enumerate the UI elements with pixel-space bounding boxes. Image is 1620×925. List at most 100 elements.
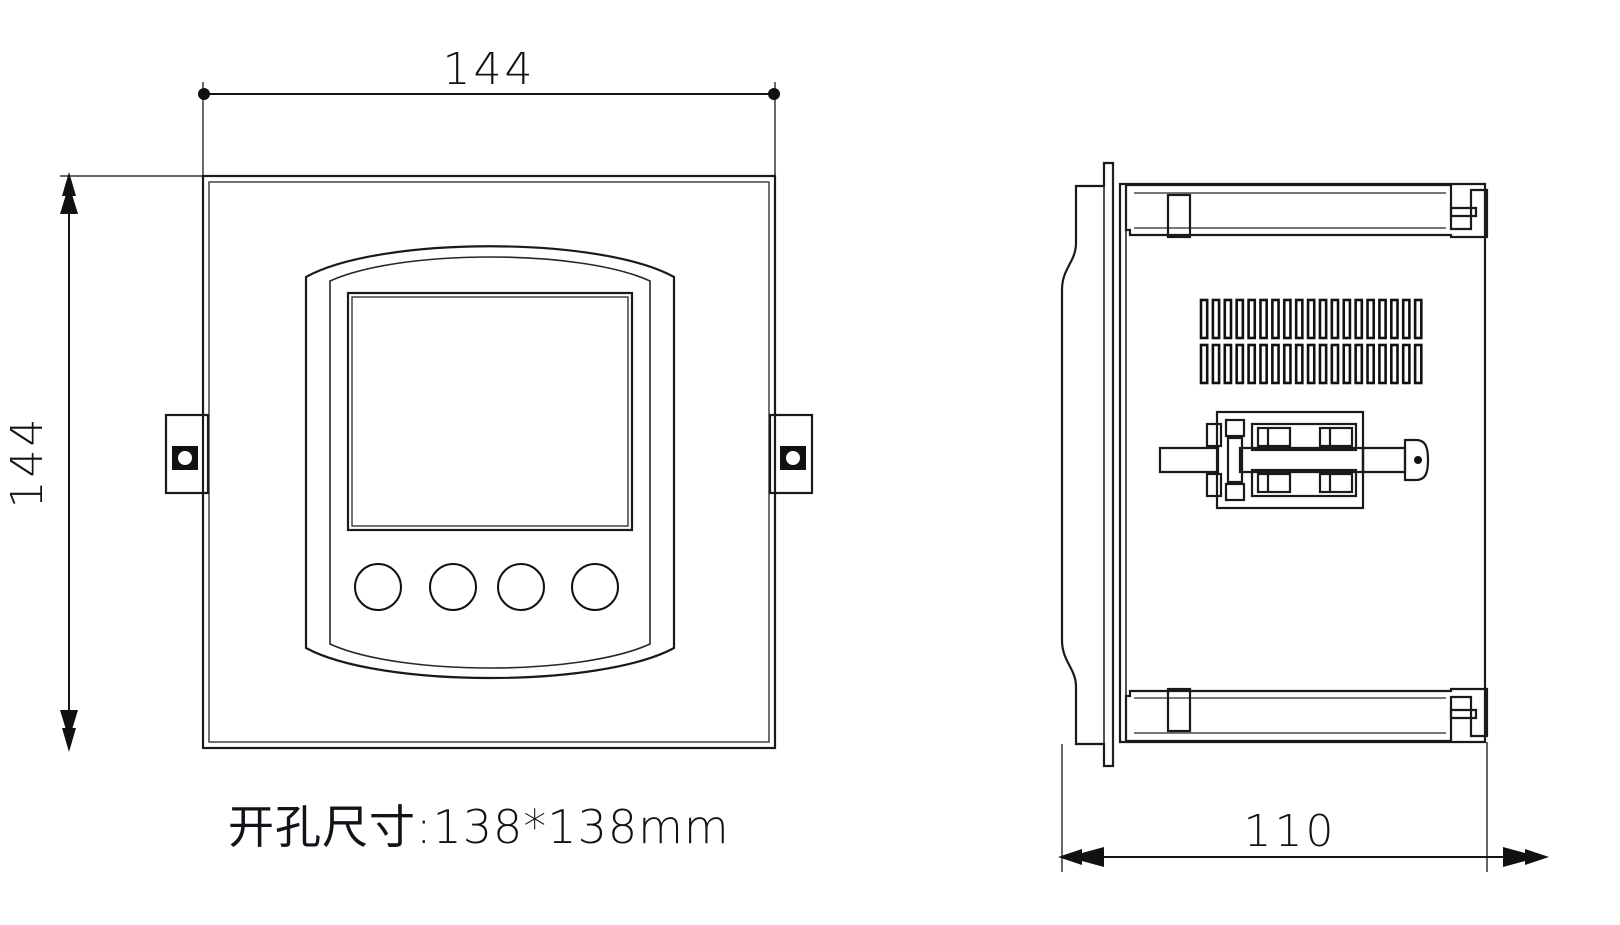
button-4[interactable] [571, 563, 619, 611]
panel-outer-body [201, 174, 777, 750]
button-2[interactable] [429, 563, 477, 611]
terminal-flange-lower [1205, 472, 1223, 498]
terminal-contact-lower-a [1256, 472, 1292, 494]
dim-terminator-dot-right [768, 88, 780, 100]
vent-slot [1318, 298, 1328, 340]
vent-slot [1235, 343, 1245, 385]
front-width-dimension: 144 [198, 44, 780, 176]
bottom-bracket-latch-hook [1449, 708, 1478, 720]
cutout-size-note: 开孔尺寸:138*138mm [228, 800, 730, 854]
vent-slot [1354, 343, 1364, 385]
vent-slot [1259, 298, 1268, 340]
lcd-display [346, 291, 634, 532]
lcd-display-inner-edge [351, 296, 629, 527]
vent-slot [1211, 298, 1221, 340]
depth-arrowhead-left [1058, 847, 1104, 867]
vent-slot [1330, 343, 1340, 385]
top-bracket-latch-hook [1449, 206, 1478, 218]
terminal-shaft-right [1361, 446, 1407, 474]
terminal-contact-row-upper [1250, 422, 1358, 452]
vent-slot [1342, 298, 1352, 340]
terminal-contact-upper-a [1256, 426, 1292, 448]
terminal-tab-top [1224, 418, 1246, 438]
top-mounting-bracket [1124, 183, 1489, 239]
terminal-shaft-left [1158, 446, 1220, 474]
right-clip-body [768, 413, 814, 495]
vent-slot [1413, 343, 1423, 385]
vent-slot [1342, 343, 1352, 385]
terminal-shaft-center [1238, 446, 1365, 474]
ventilation-grille [1199, 298, 1423, 385]
vent-slot [1199, 298, 1209, 340]
top-bracket-step-block [1166, 193, 1192, 239]
vent-slot [1390, 343, 1399, 385]
front-height-dimension-label: 144 [2, 416, 53, 509]
vent-slot [1211, 343, 1221, 385]
vent-slot [1401, 298, 1411, 340]
button-1[interactable] [354, 563, 402, 611]
vent-slot [1247, 343, 1257, 385]
vent-slot [1366, 298, 1376, 340]
bottom-mounting-bracket [1124, 687, 1489, 743]
vent-slot [1294, 298, 1304, 340]
vent-slot [1271, 343, 1280, 385]
terminal-screw-head [1403, 438, 1430, 482]
right-mounting-clip [768, 413, 814, 495]
panel-inner-edge [208, 181, 770, 743]
bezel-inner-outline [329, 256, 651, 669]
vent-slot [1366, 343, 1376, 385]
housing-body [1118, 182, 1487, 744]
terminal-screw-slot [1414, 456, 1422, 464]
dim-arrowhead-up [60, 172, 78, 214]
vent-slot [1306, 298, 1316, 340]
vent-slot [1390, 298, 1399, 340]
vent-slot [1354, 298, 1364, 340]
side-depth-dimension-label: 110 [1244, 806, 1337, 857]
button-3[interactable] [497, 563, 545, 611]
front-bezel-profile [1060, 161, 1115, 768]
vent-slot [1413, 298, 1423, 340]
vent-slot [1282, 343, 1292, 385]
bezel-side-silhouette [1060, 161, 1115, 768]
bottom-bracket-step-block [1166, 687, 1192, 733]
side-view: 110 [1058, 161, 1549, 872]
right-clip-screw-hole [786, 451, 800, 465]
terminal-contact-strip [1226, 436, 1244, 484]
vent-slot [1401, 343, 1411, 385]
depth-arrowhead-right [1503, 847, 1549, 867]
front-width-dimension-label: 144 [443, 44, 536, 95]
vent-slot [1294, 343, 1304, 385]
front-height-dimension: 144 [2, 172, 203, 752]
terminal-contact-upper-b [1318, 426, 1354, 448]
front-view: 144 144 [2, 44, 814, 854]
vent-slot [1306, 343, 1316, 385]
vent-slot [1282, 298, 1292, 340]
vent-slot [1223, 343, 1233, 385]
dim-terminator-dot-left [198, 88, 210, 100]
button-row [354, 563, 619, 611]
dim-arrowhead-down [60, 710, 78, 752]
terminal-tab-bottom [1224, 482, 1246, 502]
left-clip-body [164, 413, 210, 495]
terminal-contact-row-lower [1250, 468, 1358, 498]
side-depth-dimension: 110 [1058, 742, 1549, 872]
bezel-outer-outline [304, 245, 676, 680]
top-bracket-outline [1124, 183, 1489, 239]
vent-slot [1330, 298, 1340, 340]
terminal-block [1158, 410, 1430, 510]
terminal-contact-lower-b [1318, 472, 1354, 494]
housing-outline [1118, 182, 1487, 744]
vent-slot [1271, 298, 1280, 340]
bottom-bracket-outline [1124, 687, 1489, 743]
vent-slot [1318, 343, 1328, 385]
terminal-flange-upper [1205, 422, 1223, 448]
instrument-bezel [304, 245, 676, 680]
vent-slot [1235, 298, 1245, 340]
vent-slot [1259, 343, 1268, 385]
left-mounting-clip [164, 413, 210, 495]
vent-slot [1247, 298, 1257, 340]
vent-slot [1199, 343, 1209, 385]
vent-slot [1378, 298, 1387, 340]
